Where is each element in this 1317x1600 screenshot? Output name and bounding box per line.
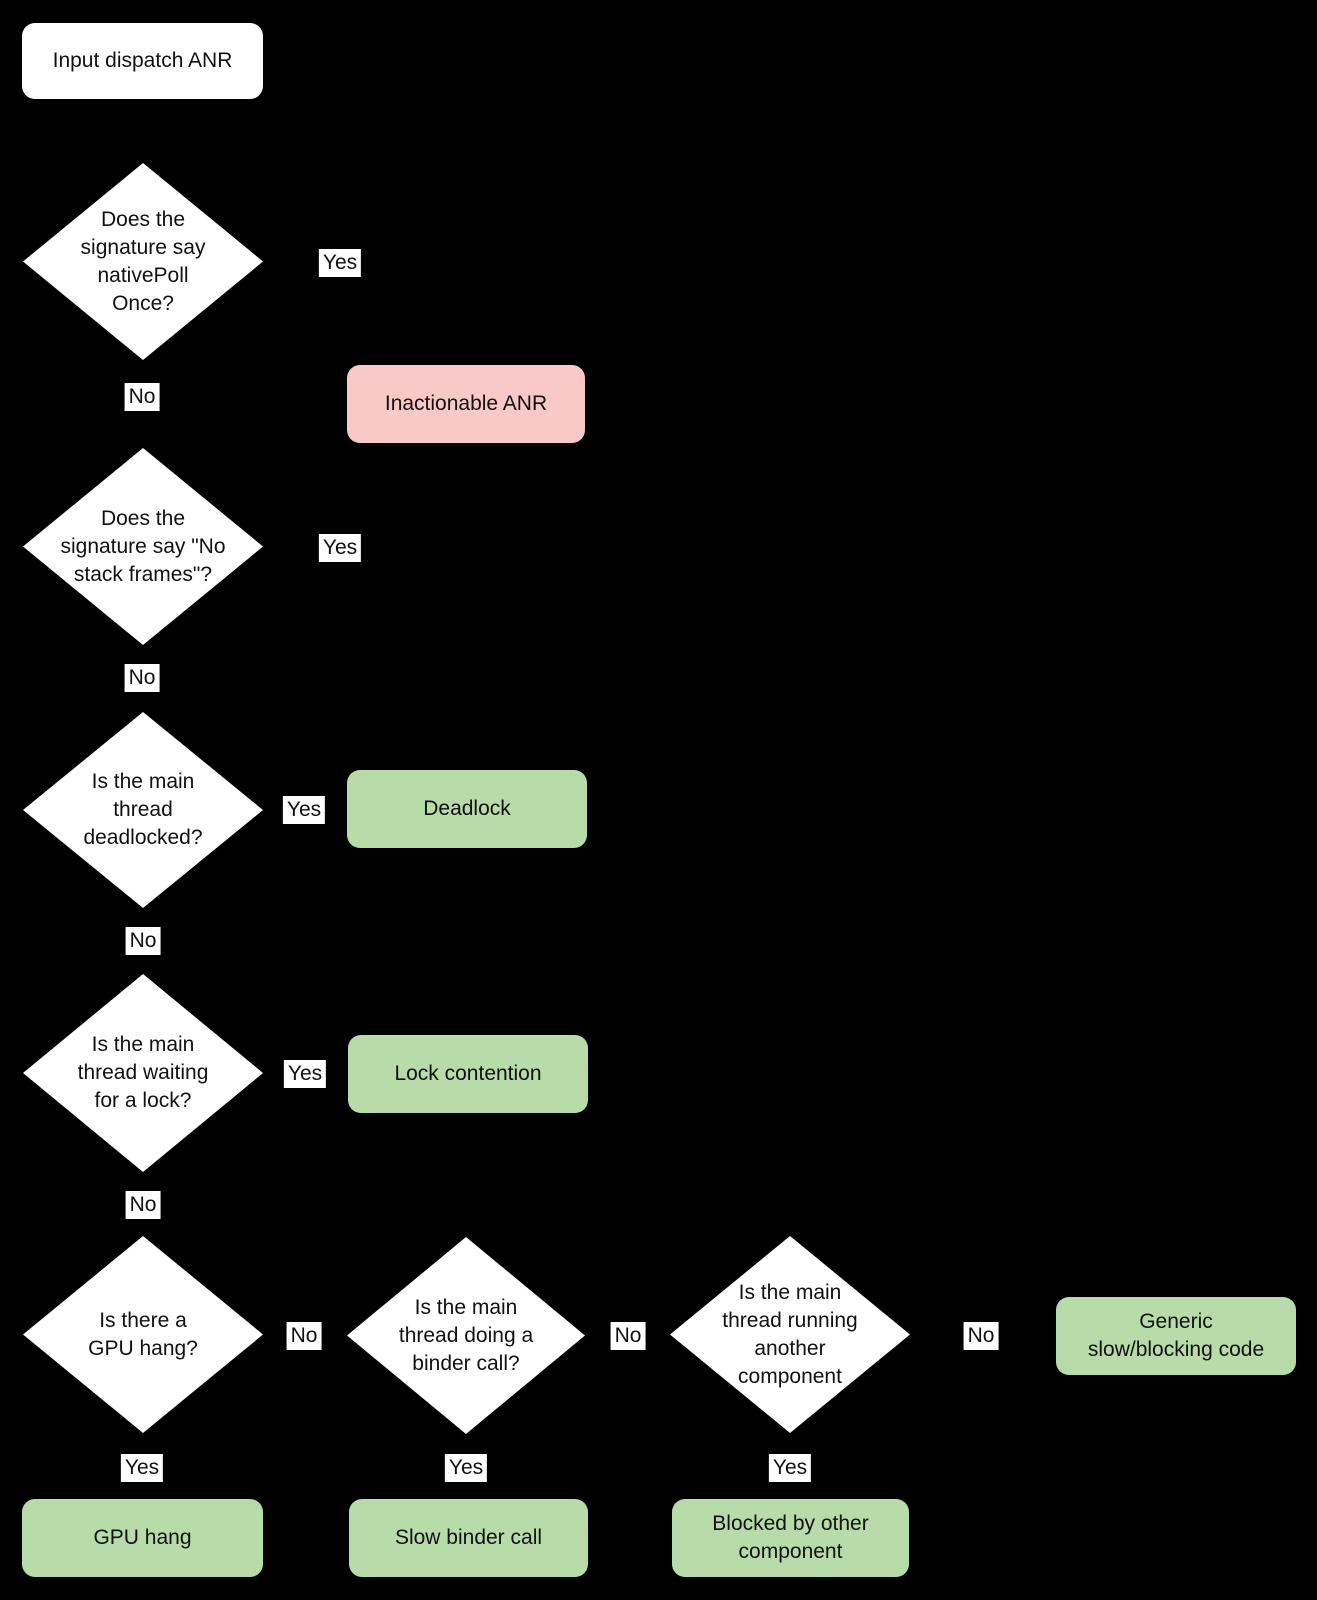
result-deadlock: Deadlock (347, 770, 587, 848)
decision-main-thread-waiting-lock: Is the main thread waiting for a lock? (23, 974, 263, 1172)
edge-label-yes-deadlocked: Yes (282, 796, 326, 824)
result-inactionable-anr: Inactionable ANR (347, 365, 585, 443)
edge-label-yes-binder-call: Yes (444, 1454, 488, 1482)
result-generic-slow-blocking-code: Generic slow/blocking code (1056, 1297, 1296, 1375)
edge-label-no-binder-call: No (610, 1322, 646, 1350)
edge-label-yes-nativepollonce: Yes (318, 249, 362, 277)
decision-gpu-hang: Is there a GPU hang? (23, 1236, 263, 1433)
edge-label-no-no-stack-frames: No (124, 664, 160, 692)
edge-label-yes-waiting-lock: Yes (283, 1060, 327, 1088)
edge-label-no-deadlocked: No (125, 927, 161, 955)
decision-main-thread-deadlocked: Is the main thread deadlocked? (23, 712, 263, 908)
edge-label-no-gpu-hang: No (286, 1322, 322, 1350)
decision-main-thread-other-component: Is the main thread running another compo… (670, 1236, 910, 1433)
edge-label-yes-gpu-hang: Yes (120, 1454, 164, 1482)
result-gpu-hang: GPU hang (22, 1499, 263, 1577)
start-node-input-dispatch-anr: Input dispatch ANR (22, 23, 263, 99)
edge-label-no-other-component: No (963, 1322, 999, 1350)
edge-label-no-waiting-lock: No (125, 1191, 161, 1219)
decision-signature-no-stack-frames: Does the signature say "No stack frames"… (23, 448, 263, 645)
decision-main-thread-binder-call: Is the main thread doing a binder call? (347, 1237, 585, 1434)
edge-label-no-nativepollonce: No (124, 383, 160, 411)
result-blocked-by-other-component: Blocked by other component (672, 1499, 909, 1577)
edge-label-yes-no-stack-frames: Yes (318, 534, 362, 562)
result-lock-contention: Lock contention (348, 1035, 588, 1113)
edge-label-yes-other-component: Yes (768, 1454, 812, 1482)
decision-signature-nativepollonce: Does the signature say nativePoll Once? (23, 163, 263, 360)
result-slow-binder-call: Slow binder call (349, 1499, 588, 1577)
